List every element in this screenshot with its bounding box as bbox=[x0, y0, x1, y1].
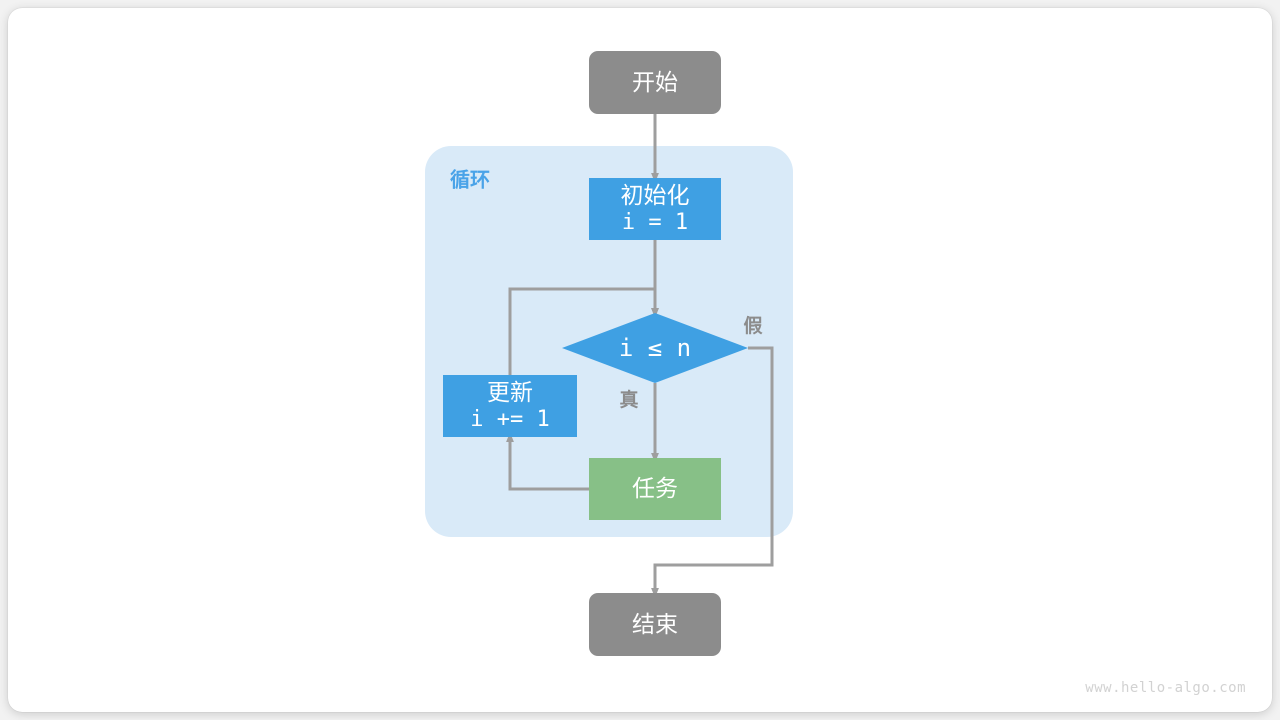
edge-update-to-condition bbox=[508, 287, 659, 375]
node-start[interactable]: 开始 bbox=[589, 51, 721, 114]
node-start-label: 开始 bbox=[632, 69, 678, 95]
edges bbox=[506, 114, 774, 598]
flowchart-svg: 循环 真 假 bbox=[425, 51, 793, 656]
node-task-label: 任务 bbox=[632, 475, 678, 501]
node-end-label: 结束 bbox=[632, 611, 678, 637]
diagram-card: 循环 真 假 bbox=[8, 8, 1272, 712]
node-init-shape[interactable] bbox=[589, 178, 721, 240]
node-condition[interactable]: i ≤ n bbox=[562, 313, 748, 383]
node-init[interactable]: 初始化 i = 1 bbox=[589, 178, 721, 240]
node-end-shape[interactable] bbox=[589, 593, 721, 656]
node-condition-shape[interactable] bbox=[562, 313, 748, 383]
node-task[interactable]: 任务 bbox=[589, 458, 721, 520]
node-update-code: i += 1 bbox=[470, 407, 549, 432]
watermark: www.hello-algo.com bbox=[1085, 680, 1246, 696]
node-init-code: i = 1 bbox=[622, 210, 688, 235]
node-condition-code: i ≤ n bbox=[619, 334, 691, 362]
node-end[interactable]: 结束 bbox=[589, 593, 721, 656]
node-init-label: 初始化 bbox=[621, 182, 690, 208]
node-task-shape[interactable] bbox=[589, 458, 721, 520]
node-start-shape[interactable] bbox=[589, 51, 721, 114]
edge-label-true: 真 bbox=[619, 388, 638, 411]
node-update-label: 更新 bbox=[487, 379, 533, 405]
edge-task-to-update bbox=[506, 432, 589, 491]
node-update-shape[interactable] bbox=[443, 375, 577, 437]
loop-group-label: 循环 bbox=[450, 167, 490, 191]
edge-labels: 真 假 bbox=[619, 314, 762, 411]
edge-label-false: 假 bbox=[743, 314, 762, 337]
node-update[interactable]: 更新 i += 1 bbox=[443, 375, 577, 437]
edge-condition-to-end bbox=[651, 346, 774, 598]
